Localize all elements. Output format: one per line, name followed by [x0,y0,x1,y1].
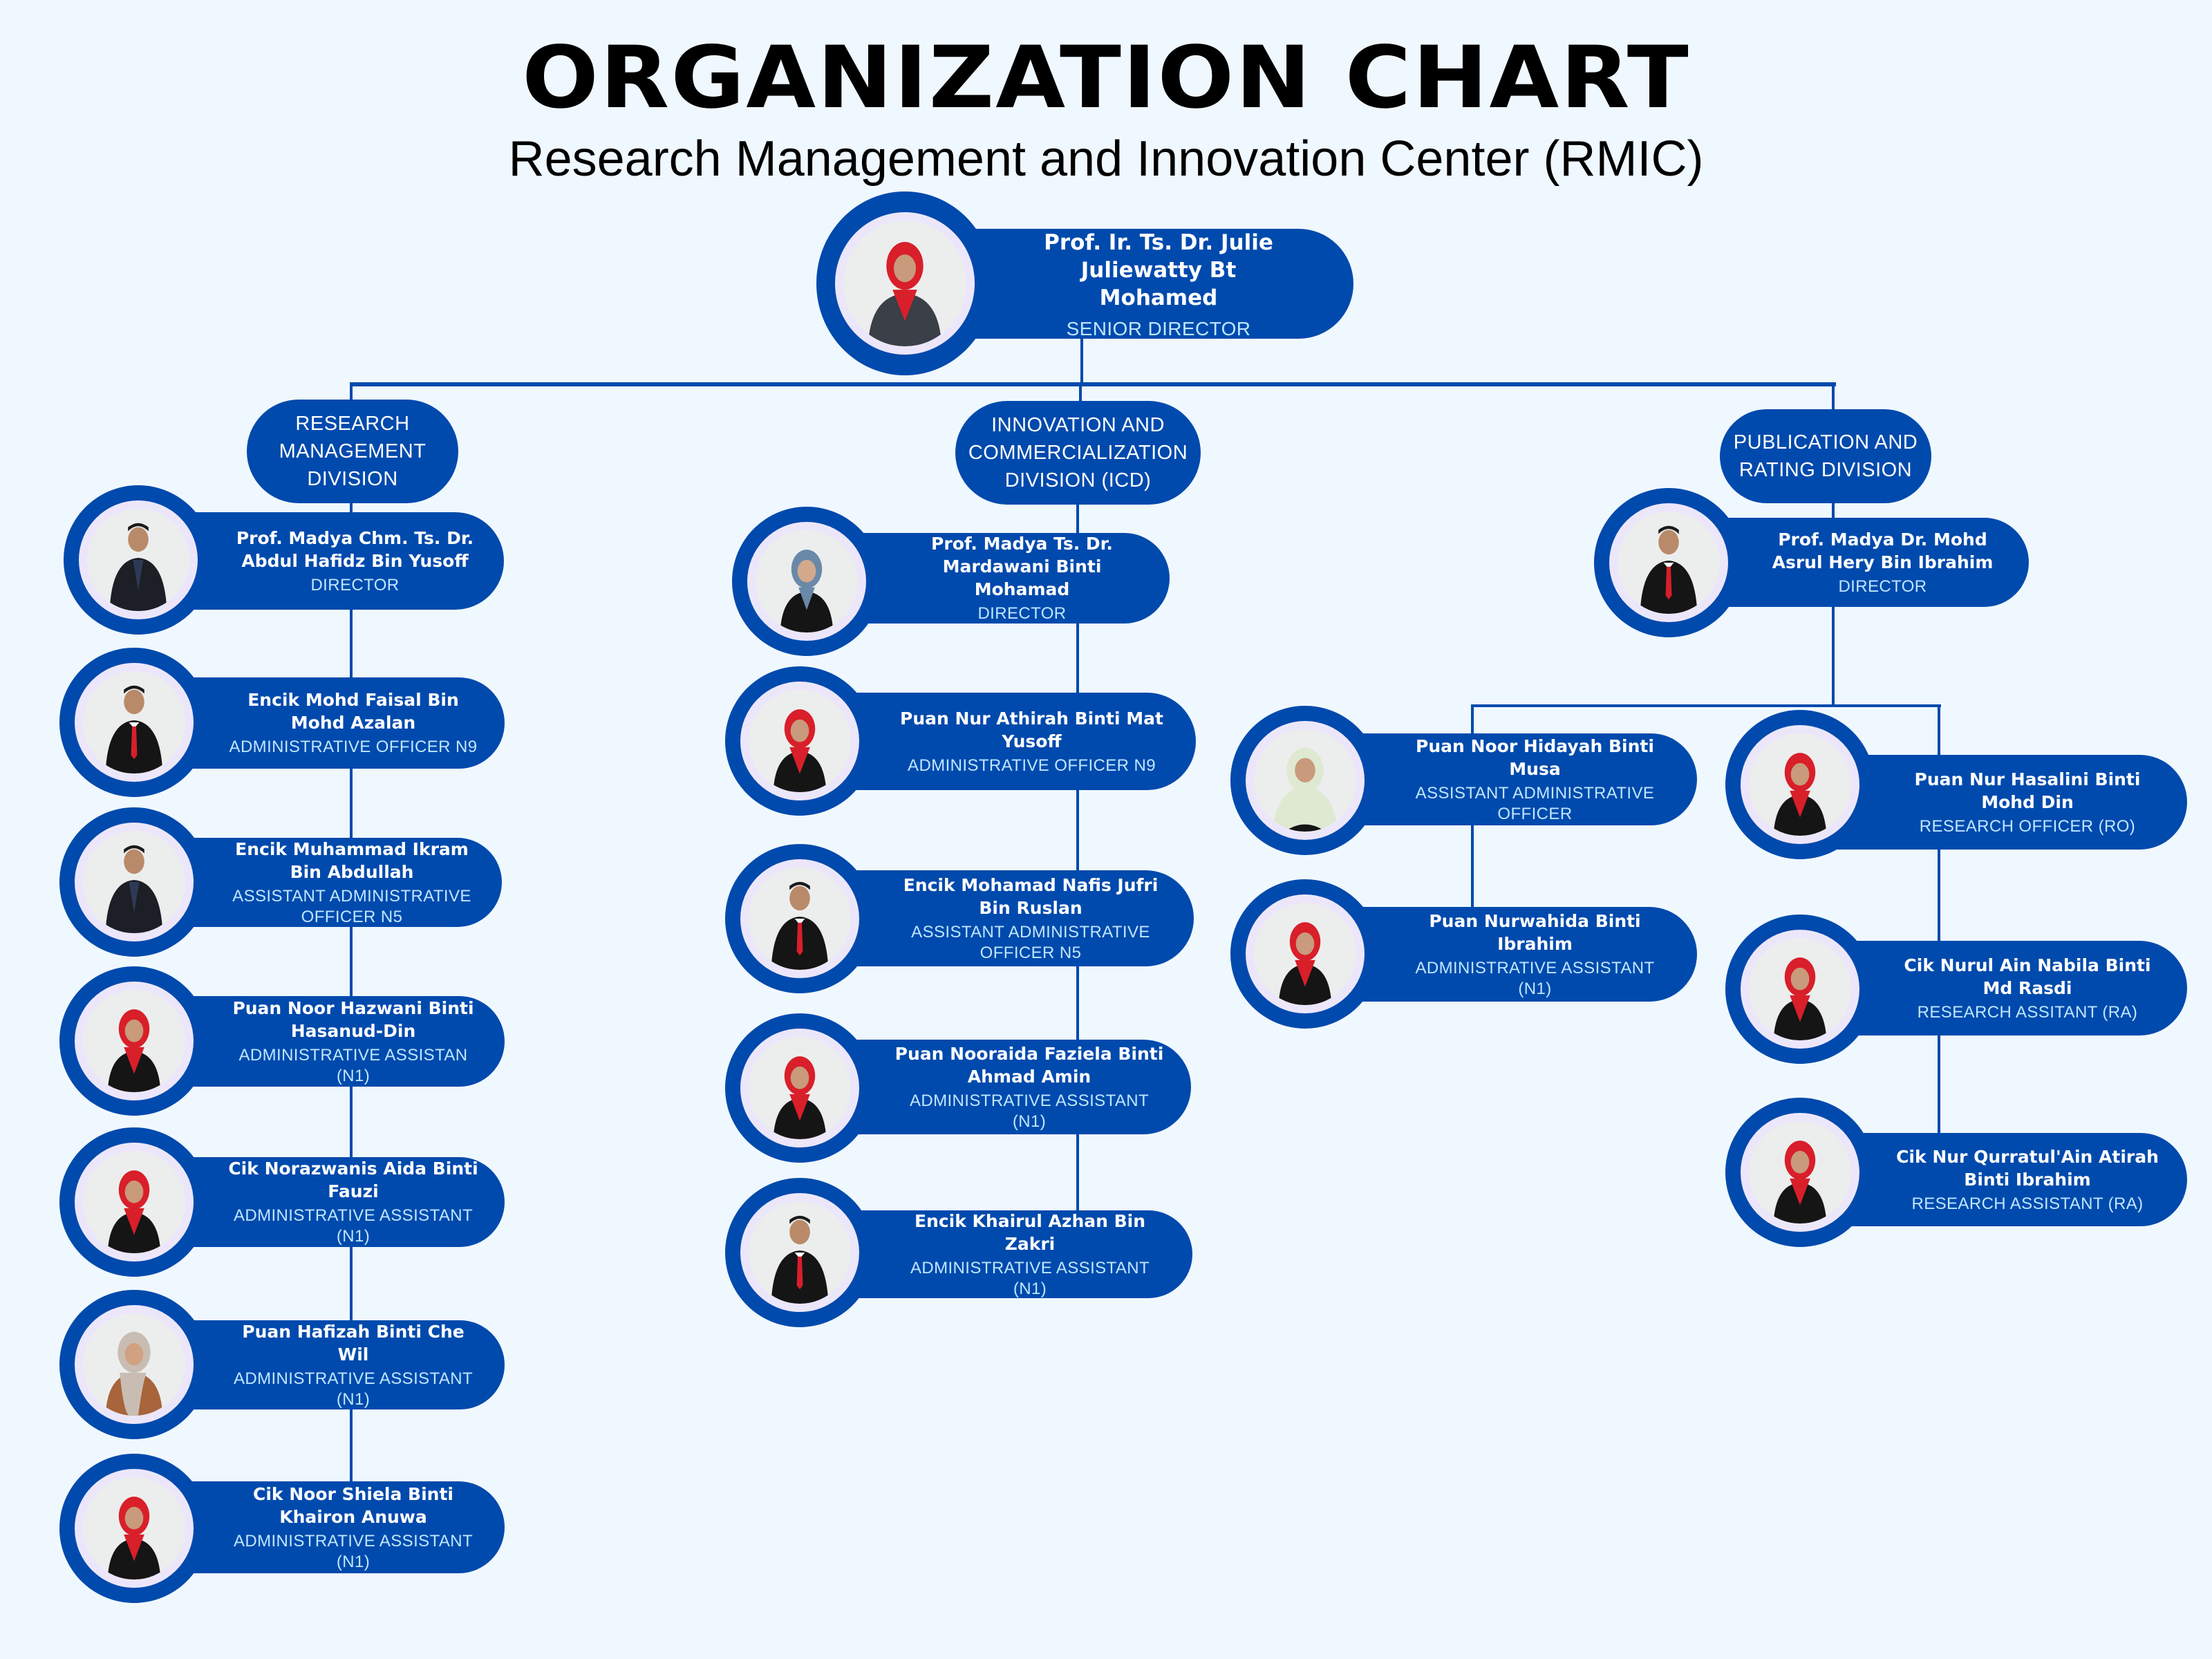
person-name: Puan Hafizah Binti Che Wil [242,1321,465,1365]
person-name: Prof. Ir. Ts. Dr. Julie Juliewatty Bt Mo… [1044,229,1273,310]
person-name: Puan Nurwahida Binti Ibrahim [1429,910,1641,954]
avatar [749,690,851,792]
portrait-man-icon [109,523,167,611]
connector-icd-down [1079,384,1082,402]
person-name: Cik Nur Qurratul'Ain Atirah Binti Ibrahi… [1896,1146,2159,1190]
connector-main-horizontal [350,382,1836,386]
avatar [83,1477,185,1580]
avatar [1749,733,1851,836]
person-name: Puan Nooraida Faziela Binti Ahmad Amin [894,1043,1164,1087]
portrait-green-hijab-icon [1272,747,1338,832]
person-name: Puan Noor Hazwani Binti Hasanud-Din [232,997,474,1041]
avatar [83,831,185,933]
person-role: ADMINISTRATIVE ASSISTANT (N1) [233,1531,474,1571]
avatar [749,868,851,970]
portrait-man-red-tie-icon [771,881,829,970]
portrait-red-hijab-icon [868,241,942,346]
person-role: RESEARCH OFFICER (RO) [1919,816,2136,836]
connector-icd-column [1076,504,1079,1212]
connector-prd-branch-horizontal [1471,704,1941,707]
portrait-red-hijab-icon [773,1056,827,1139]
person-name: Encik Khairul Azhan Bin Zakri [914,1210,1146,1254]
person-role: ASSISTANT ADMINISTRATIVE OFFICER [1415,783,1655,823]
portrait-red-hijab-icon [107,1009,161,1092]
portrait-red-hijab-icon [1773,1141,1827,1224]
connector-rmd-down [350,384,353,401]
person-role: RESEARCH ASSISTANT (RA) [1911,1194,2144,1213]
person-role: DIRECTOR [977,604,1067,623]
avatar [1254,903,1356,1005]
division-innovation-commercialization[interactable]: INNOVATION AND COMMERCIALIZATION DIVISIO… [955,401,1201,505]
avatar [1749,1121,1851,1224]
person-role: ADMINISTRATIVE ASSISTANT (N1) [909,1091,1150,1131]
connector-prd-right-branch [1938,706,1940,1134]
person-name: Cik Norazwanis Aida Binti Fauzi [228,1159,478,1201]
person-role: ADMINISTRATIVE ASSISTANT (N1) [910,1258,1150,1298]
avatar [1254,729,1356,832]
avatar [749,1037,851,1139]
person-role: SENIOR DIRECTOR [1066,317,1251,339]
avatar [87,509,189,611]
person-role: ASSISTANT ADMINISTRATIVE OFFICER N5 [232,886,471,926]
person-name: Cik Noor Shiela Binti Khairon Anuwa [253,1483,453,1527]
division-research-management[interactable]: RESEARCH MANAGEMENT DIVISION [247,400,458,503]
person-name: Encik Muhammad Ikram Bin Abdullah [235,838,469,882]
portrait-man-red-tie-icon [771,1215,829,1304]
portrait-beige-hijab-icon [105,1331,163,1416]
person-role: DIRECTOR [310,575,400,594]
person-role: ADMINISTRATIVE ASSISTANT (N1) [233,1369,474,1409]
portrait-red-hijab-icon [107,1497,161,1580]
person-role: RESEARCH ASSITANT (RA) [1917,1002,2138,1022]
avatar [83,990,185,1092]
page-title: ORGANIZATION CHART [522,28,1690,128]
portrait-red-hijab-icon [1773,957,1827,1040]
portrait-man-red-tie-icon [1640,525,1698,614]
person-name: Prof. Madya Ts. Dr. Mardawani Binti Moha… [931,534,1113,599]
person-name: Puan Noor Hidayah Binti Musa [1416,735,1654,779]
avatar [83,1313,185,1416]
portrait-man-red-tie-icon [105,685,163,774]
person-name: Encik Mohamad Nafis Jufri Bin Ruslan [903,874,1159,918]
person-role: ASSISTANT ADMINISTRATIVE OFFICER N5 [911,922,1150,962]
person-role: ADMINISTRATIVE OFFICER N9 [229,738,478,756]
person-name: Prof. Madya Chm. Ts. Dr. Abdul Hafidz Bi… [236,527,474,571]
avatar [1618,512,1720,614]
person-name: Cik Nurul Ain Nabila Binti Md Rasdi [1904,955,2151,998]
portrait-blue-hijab-icon [780,550,834,632]
avatar [83,671,185,774]
avatar [1749,938,1851,1040]
person-role: ADMINISTRATIVE ASSISTAN (N1) [238,1045,468,1085]
connector-senior-down [1080,339,1083,386]
page-subtitle: Research Management and Innovation Cente… [508,131,1704,187]
person-role: DIRECTOR [1838,577,1927,596]
person-name: Encik Mohd Faisal Bin Mohd Azalan [247,690,459,733]
person-role: ADMINISTRATIVE ASSISTANT (N1) [1415,958,1655,998]
portrait-red-hijab-icon [1773,753,1827,836]
person-role: ADMINISTRATIVE OFFICER N9 [908,756,1156,775]
person-name: Prof. Madya Dr. Mohd Asrul Hery Bin Ibra… [1772,529,1994,572]
person-role: ADMINISTRATIVE ASSISTANT (N1) [233,1206,474,1246]
portrait-red-hijab-icon [1278,922,1332,1005]
portrait-man-icon [105,845,163,933]
portrait-red-hijab-icon [773,709,827,792]
division-publication-rating[interactable]: PUBLICATION AND RATING DIVISION [1720,409,1931,503]
person-name: Puan Nur Athirah Binti Mat Yusoff [900,708,1163,751]
avatar [83,1151,185,1253]
portrait-red-hijab-icon [107,1170,161,1253]
connector-rmd-column [350,503,353,1484]
connector-prd-down [1832,384,1835,411]
person-name: Puan Nur Hasalini Binti Mohd Din [1914,769,2141,812]
avatar [756,530,858,632]
avatar [749,1201,851,1304]
avatar [843,221,966,346]
